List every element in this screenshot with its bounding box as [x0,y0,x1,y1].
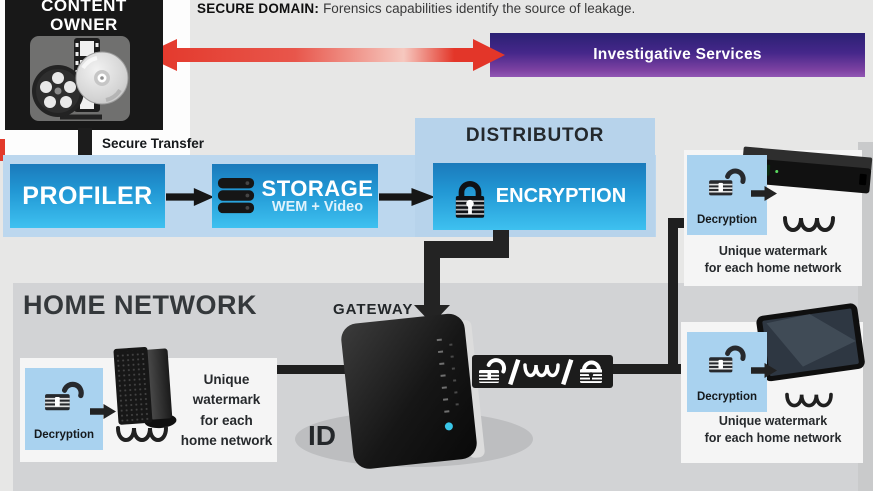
encryption-connector-vertical [424,241,440,307]
gateway-watermark-badge [472,355,613,388]
gateway-id-label: ID [308,420,336,451]
storage-label: STORAGE [261,175,374,201]
note-br-line1: Unique watermark [718,414,828,428]
watermark-note-top-right: Unique watermark for each home network [688,243,858,277]
line-badge-to-devices [613,364,686,374]
encryption-label: ENCRYPTION [495,185,627,207]
decryption-label-left: Decryption [33,429,95,441]
open-padlock-icon [709,168,746,196]
watermark-wave-icon [782,213,836,242]
note-left-line4: home network [180,432,273,448]
distributor-label: DISTRIBUTOR [465,125,605,146]
note-left-line1: Unique [203,372,250,387]
disc-icon [75,51,129,105]
encryption-box: ENCRYPTION [433,163,646,230]
forensics-double-arrow [143,38,505,72]
line-stub-top-right [668,218,686,228]
gateway-router-image [292,296,542,477]
secure-domain-text: Forensics capabilities identify the sour… [323,1,636,16]
watermark-note-left: Unique watermark for each home network [178,370,275,451]
profiler-label: PROFILER [22,181,153,210]
open-padlock-icon [709,345,746,373]
note-tr-line2: for each home network [704,260,842,275]
content-owner-title-line2: OWNER [50,15,118,34]
storage-subtitle: WEM + Video [271,198,364,215]
open-padlock-icon [479,358,506,383]
watermark-note-bottom-right: Unique watermark for each home network [688,413,858,447]
open-padlock-icon [45,381,84,411]
slash-icon [508,359,521,386]
watermark-wave-icon [115,423,169,452]
line-vertical-right [668,218,678,374]
server-stack-icon [217,177,254,214]
slash-icon [561,359,574,386]
note-tr-line1: Unique watermark [718,244,828,258]
note-br-line2: for each home network [704,430,842,445]
note-left-line2: watermark [192,392,261,408]
encryption-connector-horizontal [424,241,509,258]
watermark-wave-icon [783,390,835,417]
profiler-box: PROFILER [10,164,165,228]
nas-drive-image [108,342,182,435]
content-owner-title-line1: CONTENT [41,0,127,15]
line-nas-to-gateway [277,365,352,374]
investigative-services-label: Investigative Services [593,46,762,63]
investigative-services-box: Investigative Services [490,33,865,77]
gateway-label: GATEWAY [333,301,414,318]
film-reel-disc-icon [30,36,130,121]
decryption-label-bottom-right: Decryption [696,391,758,403]
home-network-title: HOME NETWORK [23,290,257,320]
closed-padlock-icon [455,180,484,218]
edge-red-fragment [0,139,5,161]
storage-box: STORAGE WEM + Video [212,164,378,228]
tablet-image [738,303,873,392]
decryption-label-top-right: Decryption [696,214,758,226]
closed-padlock-icon [580,360,602,383]
note-left-line3: for each [200,412,253,428]
secure-transfer-label: Secure Transfer [102,136,205,151]
secure-domain-label: SECURE DOMAIN: [197,1,320,16]
decryption-box-bottom-right: Decryption [687,332,767,412]
watermark-wave-icon [523,363,560,378]
secure-transfer-arrow-shaft [78,128,92,162]
film-reel-icon [32,65,102,120]
secure-domain-caption: SECURE DOMAIN:Forensics capabilities ide… [197,1,635,16]
